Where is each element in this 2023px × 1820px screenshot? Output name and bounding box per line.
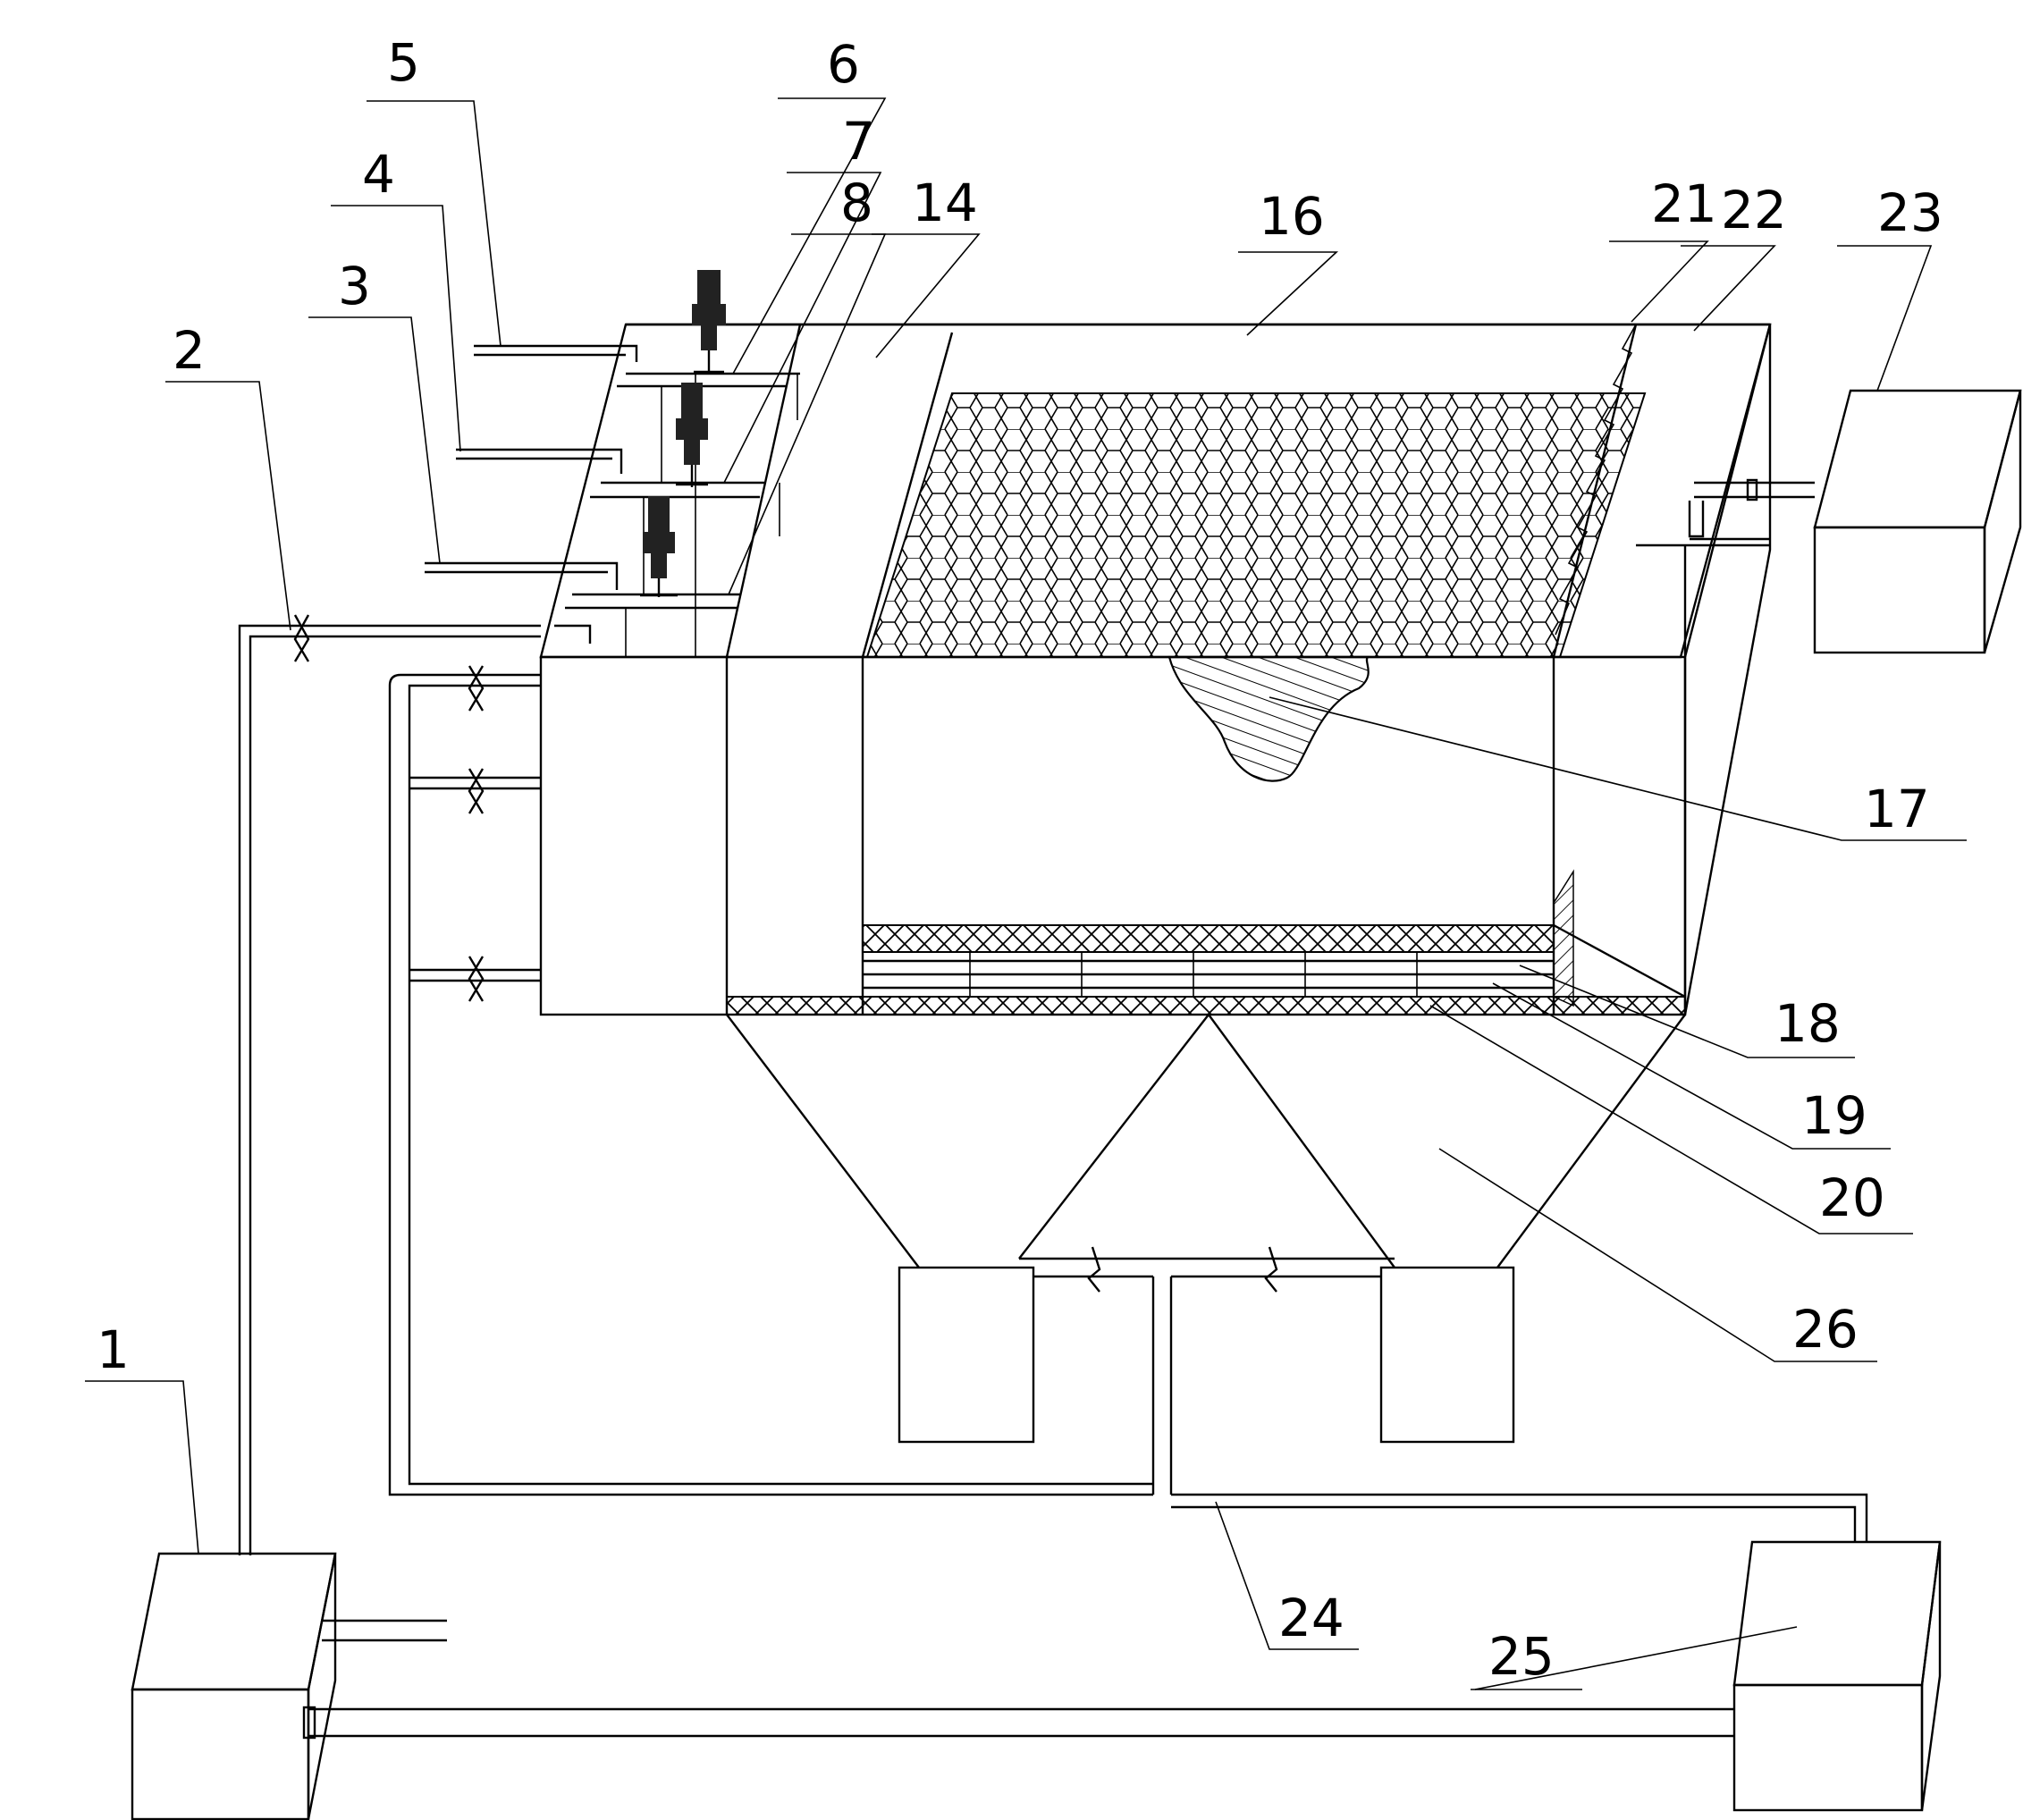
box-25: [1732, 1540, 1942, 1812]
valve-icon: [468, 665, 485, 712]
bottom-layers: [726, 869, 1686, 1015]
outlet-pipe: [1636, 478, 1815, 657]
label-19: 19: [1801, 1085, 1867, 1146]
box-23: [1813, 389, 2022, 654]
label-17: 17: [1864, 779, 1930, 839]
label-3: 3: [338, 256, 371, 316]
honeycomb-filter: [865, 392, 1647, 782]
label-23: 23: [1877, 182, 1943, 243]
label-5: 5: [387, 32, 420, 93]
pipe-3: [425, 561, 619, 590]
mixer-icon: [640, 496, 678, 597]
label-24: 24: [1278, 1588, 1344, 1648]
inclined-plate: [1555, 324, 1637, 636]
pipe-24: [388, 673, 1868, 1542]
label-20: 20: [1819, 1167, 1885, 1228]
label-7: 7: [842, 111, 875, 172]
sludge-hoppers: [726, 1014, 1686, 1495]
mixer-icon: [676, 383, 708, 487]
pipe-1-25: [302, 1706, 1734, 1740]
label-25: 25: [1488, 1626, 1555, 1687]
label-21: 21: [1651, 173, 1717, 234]
label-14: 14: [912, 173, 978, 233]
label-22: 22: [1721, 180, 1787, 240]
label-8: 8: [840, 173, 873, 233]
pipe-5: [474, 344, 638, 362]
valve-icon: [468, 956, 485, 1002]
leader-lines: [85, 97, 1967, 1690]
label-6: 6: [827, 34, 860, 95]
label-18: 18: [1774, 993, 1841, 1054]
part-labels: 1 2 3 4 5 6 7 8 14 16 17 18 19 20 21 22 …: [97, 32, 1943, 1687]
label-26: 26: [1792, 1299, 1859, 1360]
label-1: 1: [97, 1319, 130, 1380]
label-16: 16: [1259, 186, 1325, 247]
mixer-icon: [692, 270, 726, 374]
dosing-compartments: [565, 372, 800, 657]
valve-icon: [468, 768, 485, 814]
pipe-4: [456, 448, 623, 474]
label-2: 2: [173, 320, 206, 381]
pipe-2: [238, 624, 592, 1555]
valve-icon: [293, 614, 310, 662]
label-4: 4: [362, 144, 395, 205]
box-1: [131, 1552, 447, 1820]
